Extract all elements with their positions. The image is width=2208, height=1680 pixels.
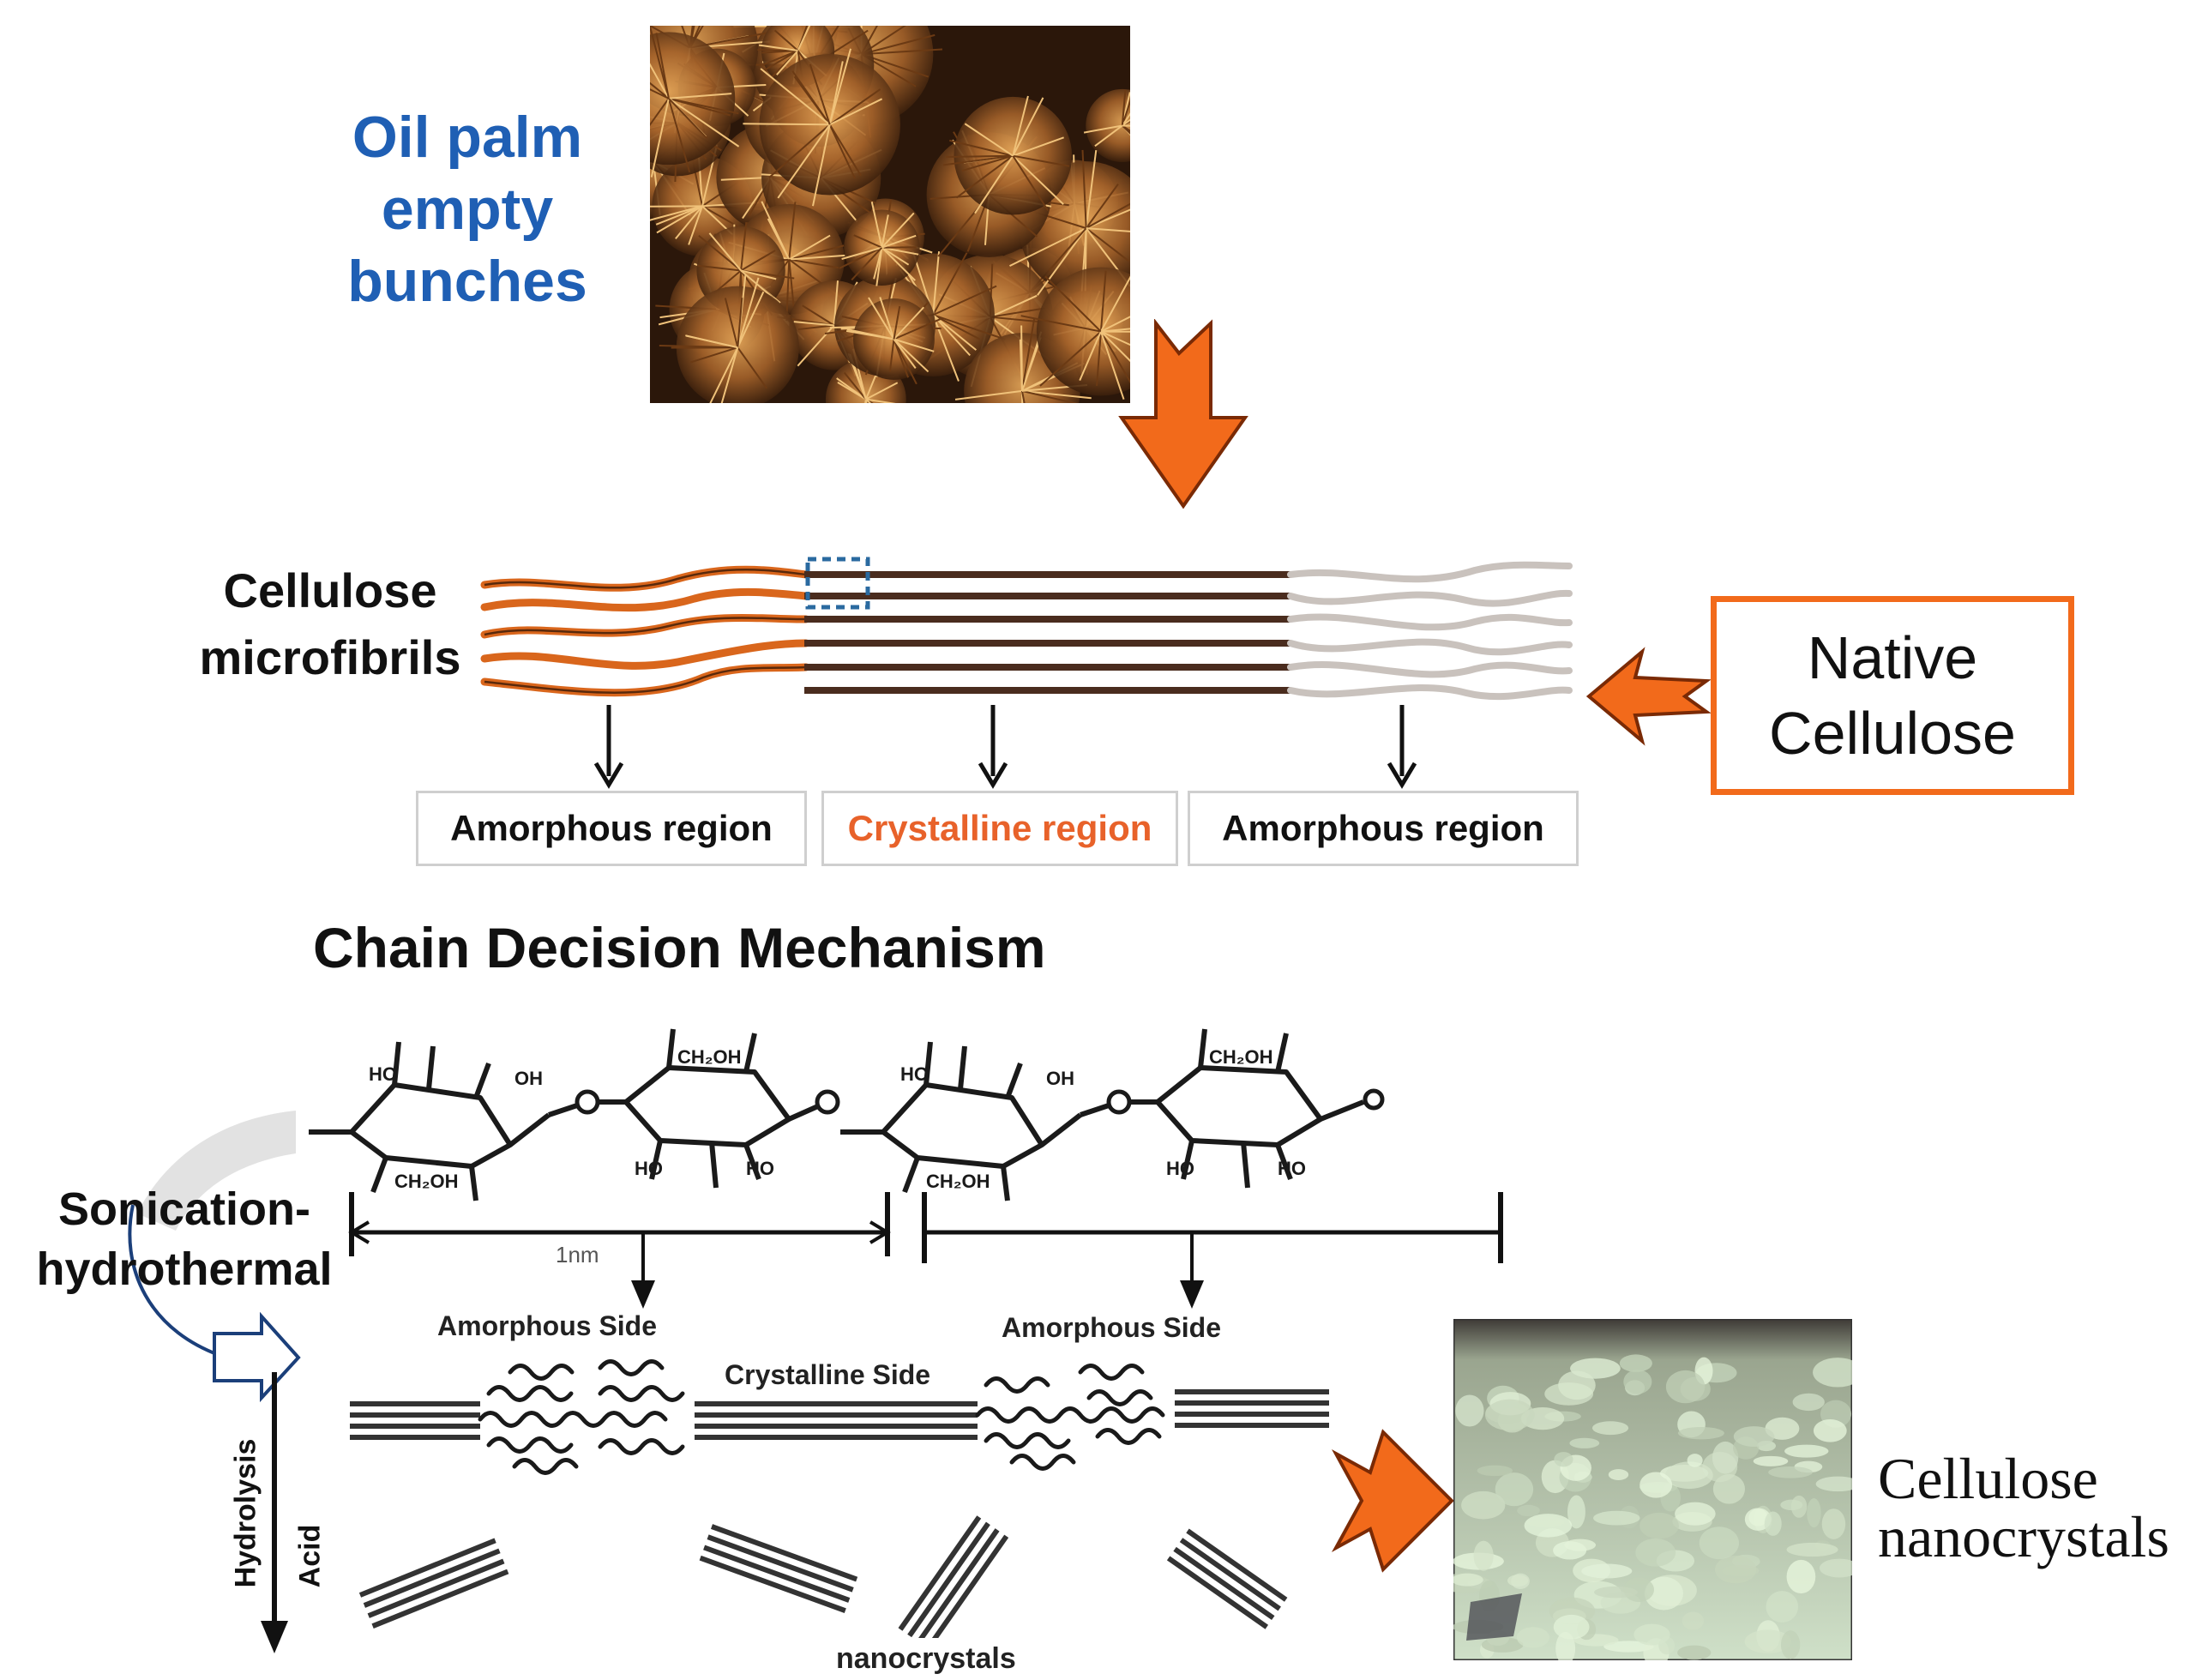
amorphous-fibers-right: [1287, 561, 1573, 701]
scale-bracket-left: [348, 1192, 891, 1256]
acid-label: Acid: [293, 1524, 327, 1588]
oil-palm-photo: [650, 26, 1130, 403]
svg-text:CH₂OH: CH₂OH: [394, 1171, 459, 1192]
svg-text:CH₂OH: CH₂OH: [677, 1046, 742, 1068]
mechanism-title: Chain Decision Mechanism: [313, 916, 1046, 979]
nanocrystals-label: nanocrystals: [836, 1642, 1016, 1675]
process-label-line-1: Sonication-: [58, 1183, 310, 1235]
arrow-to-amorphous-side-left: [631, 1233, 655, 1309]
amorphous-side-right-label: Amorphous Side: [1002, 1312, 1222, 1343]
hydrolysis-label: Hydrolysis: [229, 1438, 262, 1588]
source-title-line-3: bunches: [347, 249, 587, 314]
svg-text:OH: OH: [514, 1068, 543, 1089]
process-curved-arrow: [128, 1111, 301, 1403]
region-label-amorphous-right: Amorphous region: [1222, 808, 1544, 848]
svg-text:HO: HO: [1278, 1158, 1306, 1179]
process-label: Sonication- hydrothermal: [13, 1179, 356, 1299]
arrow-to-amorphous-side-right: [1180, 1233, 1204, 1309]
process-label-line-2: hydrothermal: [36, 1243, 333, 1295]
product-label-line-1: Cellulose: [1878, 1446, 2098, 1511]
region-box-amorphous-left: Amorphous region: [416, 791, 807, 866]
source-title: Oil palm empty bunches: [326, 101, 609, 317]
region-box-crystalline: Crystalline region: [821, 791, 1178, 866]
right-arrow-icon: [1331, 1429, 1454, 1573]
svg-text:HO: HO: [1166, 1158, 1194, 1179]
crystalline-side-label: Crystalline Side: [725, 1359, 931, 1390]
native-cellulose-box: Native Cellulose: [1711, 596, 2074, 795]
svg-text:CH₂OH: CH₂OH: [1209, 1046, 1273, 1068]
product-label: Cellulose nanocrystals: [1878, 1449, 2169, 1566]
native-cellulose-line-1: Native: [1807, 624, 1978, 691]
chain-diagram: [350, 1359, 1329, 1475]
region-label-crystalline: Crystalline region: [847, 808, 1152, 848]
svg-text:HO: HO: [746, 1158, 774, 1179]
region-box-amorphous-right: Amorphous region: [1188, 791, 1579, 866]
microfibril-drawing: [480, 557, 1573, 701]
svg-text:OH: OH: [1046, 1068, 1074, 1089]
svg-text:HO: HO: [369, 1063, 397, 1085]
svg-text:HO: HO: [900, 1063, 929, 1085]
down-arrow-icon: [1118, 319, 1248, 509]
microfibril-label-line-2: microfibrils: [199, 630, 461, 684]
svg-text:CH₂OH: CH₂OH: [926, 1171, 990, 1192]
left-arrow-icon: [1585, 647, 1711, 746]
arrow-to-right-amorphous: [1387, 705, 1417, 789]
microfibril-label-line-1: Cellulose: [223, 563, 437, 617]
region-label-amorphous-left: Amorphous region: [450, 808, 773, 848]
nanocrystal-photo: [1453, 1319, 1852, 1660]
cellulose-structure: HO OH CH₂OH CH₂OH HO HO HO OH CH₂OH CH₂O…: [309, 1028, 1385, 1201]
source-title-line-1: Oil palm: [352, 105, 583, 170]
acid-hydrolysis-arrow: [261, 1372, 288, 1653]
product-label-line-2: nanocrystals: [1878, 1504, 2169, 1569]
arrow-to-left-amorphous: [593, 705, 624, 789]
nanocrystal-sticks: [358, 1515, 1288, 1638]
arrow-to-crystalline: [978, 705, 1008, 789]
native-cellulose-line-2: Cellulose: [1769, 700, 2016, 767]
scale-label: 1nm: [556, 1242, 599, 1268]
scale-bracket-right: [922, 1192, 1503, 1263]
amorphous-side-left-label: Amorphous Side: [437, 1310, 658, 1341]
svg-text:HO: HO: [635, 1158, 663, 1179]
unit-cell-marker: [805, 557, 870, 610]
source-title-line-2: empty: [381, 177, 554, 242]
microfibril-label: Cellulose microfibrils: [184, 557, 476, 691]
crystalline-fibers: [804, 571, 1291, 694]
